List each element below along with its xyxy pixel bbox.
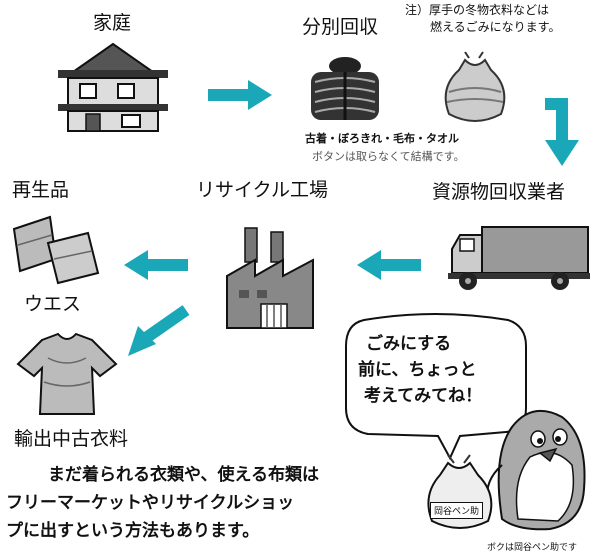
garbage-bag-icon [444,51,506,122]
node-sorting-label: 分別回収 [302,16,379,38]
node-factory-label: リサイクル工場 [196,179,329,201]
mascot-bag-icon [427,454,493,529]
node-export-label: 輸出中古衣料 [14,428,129,450]
message-line3: プに出すという方法もあります。 [6,521,260,541]
sorting-caption-line2: ボタンは取らなくて結構です。 [312,150,465,163]
arrow-home-to-sorting [208,80,272,110]
mascot-bag-label: 岡谷ペン助 [430,502,484,519]
node-recycled-label: 再生品 [12,179,70,201]
used-clothes-icon [16,332,118,415]
arrow-collector-to-factory [357,250,421,280]
arrow-sorting-to-collector [545,98,579,166]
factory-icon [226,227,314,329]
sorting-caption-line1: 古着・ぼろきれ・毛布・タオル [305,132,459,145]
truck-icon [448,226,590,290]
speech-bubble-line2: 前に、ちょっと [358,360,477,380]
rags-icon [12,215,100,285]
note-line1: 注）厚手の冬物衣料などは [405,3,550,17]
message-line2: フリーマーケットやリサイクルショッ [6,493,295,513]
arrow-factory-to-export [128,305,190,356]
node-collector-label: 資源物回収業者 [432,181,566,203]
speech-bubble-line1: ごみにする [366,334,452,354]
penguin-mascot-icon [486,409,586,531]
message-line1: まだ着られる衣類や、使える布類は [48,465,319,485]
clothes-bundle-icon [311,57,379,120]
house-icon [58,42,168,132]
mascot-caption: ボクは岡谷ペン助です [487,543,578,553]
speech-bubble-line3: 考えてみてね！ [364,386,483,406]
node-home-label: 家庭 [93,12,132,34]
note-line2: 燃えるごみになります。 [430,20,561,34]
node-rags-label: ウエス [24,293,82,315]
arrow-factory-to-rags [124,250,188,280]
